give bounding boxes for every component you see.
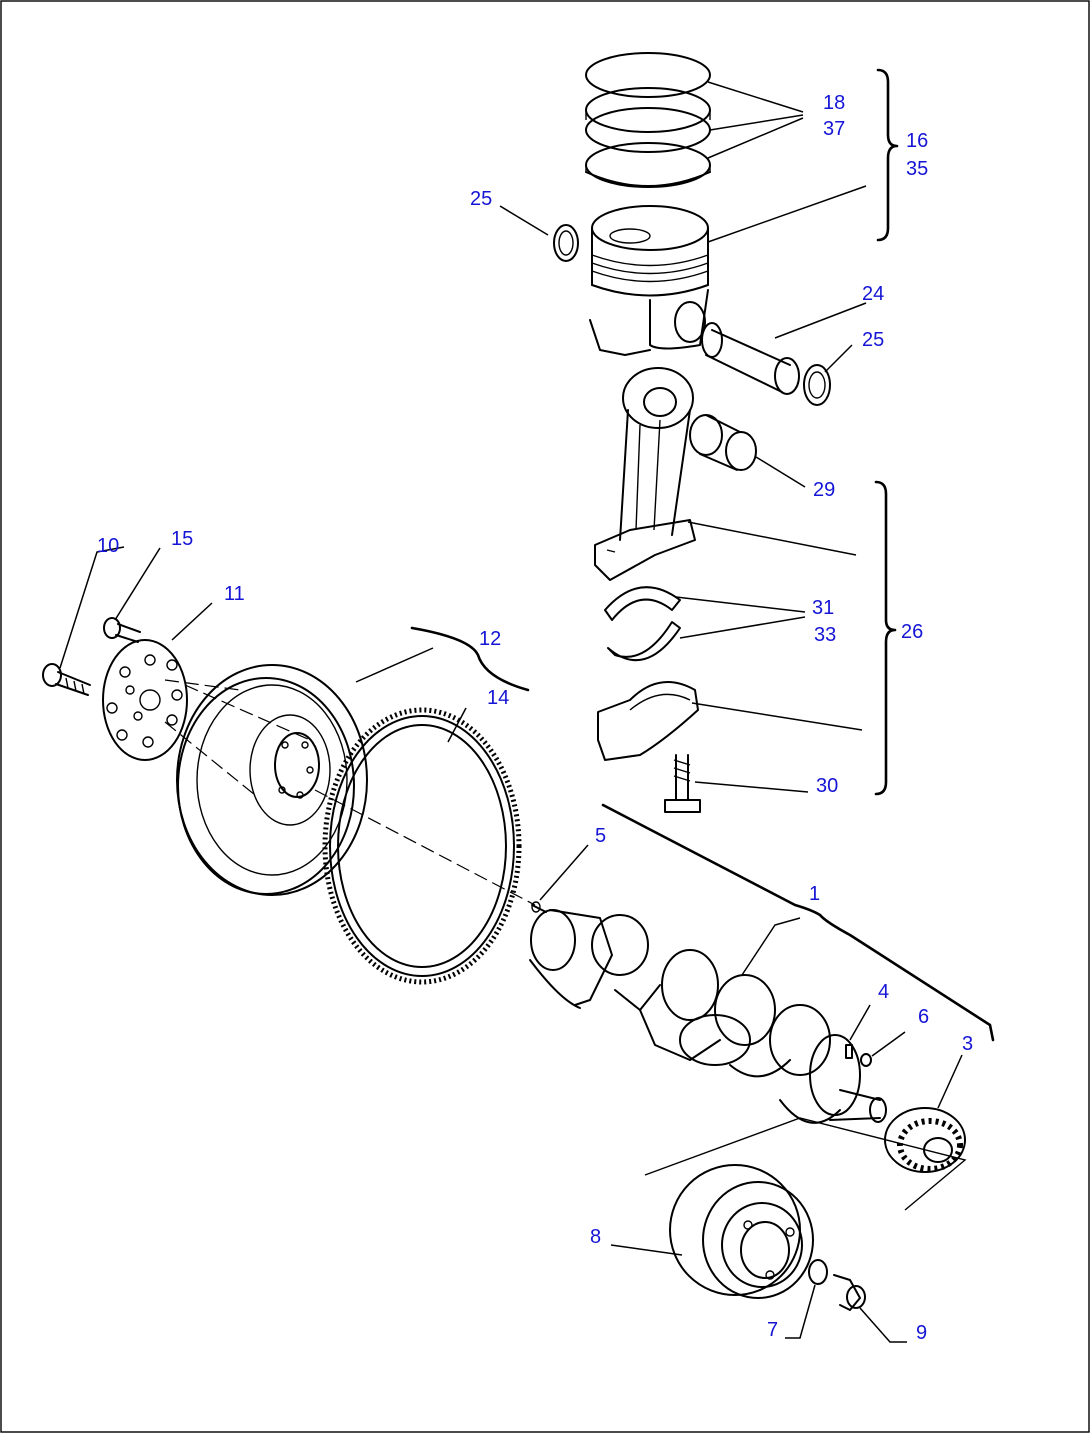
crank-gear — [884, 1107, 966, 1173]
pin-6 — [860, 1053, 872, 1067]
callout-1: 1 — [809, 883, 820, 905]
brace-flywheel-assembly — [410, 626, 530, 692]
brace-piston-assembly — [876, 68, 899, 242]
leader-lines — [59, 81, 963, 1343]
callout-4: 4 — [878, 981, 889, 1003]
crankshaft-pulley — [669, 1164, 814, 1299]
key — [845, 1044, 853, 1059]
piston-pin — [701, 322, 800, 395]
callout-37: 37 — [823, 118, 845, 140]
bearing-shell-lower — [607, 621, 681, 662]
rod-bolt — [664, 754, 701, 813]
callout-16: 16 — [906, 130, 928, 152]
callout-8: 8 — [590, 1226, 601, 1248]
callout-6: 6 — [918, 1006, 929, 1028]
washer — [808, 1259, 828, 1285]
snap-ring-upper — [553, 224, 579, 262]
brace-crankshaft-assembly — [601, 803, 995, 1042]
callout-7: 7 — [767, 1319, 778, 1341]
callout-31: 31 — [812, 597, 834, 619]
alignment-lines — [164, 679, 536, 906]
callout-25-upper: 25 — [470, 188, 492, 210]
piston — [589, 205, 709, 356]
callout-9: 9 — [916, 1322, 927, 1344]
bolt-15 — [103, 617, 141, 643]
crankshaft — [529, 909, 887, 1124]
callout-26: 26 — [901, 621, 923, 643]
drive-plate — [102, 639, 188, 761]
snap-ring-lower — [803, 364, 831, 406]
bolt-10 — [42, 663, 91, 696]
callout-15: 15 — [171, 528, 193, 550]
callout-11: 11 — [224, 583, 245, 605]
callout-10: 10 — [97, 535, 119, 557]
connecting-rod — [594, 367, 696, 581]
callout-35: 35 — [906, 158, 928, 180]
bushing — [689, 414, 757, 471]
callout-30: 30 — [816, 775, 838, 797]
brace-conrod-assembly — [874, 480, 897, 796]
callout-33: 33 — [814, 624, 836, 646]
callout-18: 18 — [823, 92, 845, 114]
callout-3: 3 — [962, 1033, 973, 1055]
callout-5: 5 — [595, 825, 606, 847]
pulley-bolt — [833, 1274, 866, 1311]
ring-gear — [322, 707, 522, 985]
dowel-pin — [531, 901, 547, 913]
callout-29: 29 — [813, 479, 835, 501]
callout-12: 12 — [479, 628, 501, 650]
rod-cap — [597, 681, 699, 761]
flywheel — [176, 664, 368, 896]
callout-25-lower: 25 — [862, 329, 884, 351]
pulley-reference-frame — [644, 1117, 967, 1211]
piston-rings — [585, 52, 711, 188]
callout-14: 14 — [487, 687, 509, 709]
callout-24: 24 — [862, 283, 884, 305]
bearing-shell-upper — [604, 586, 681, 621]
